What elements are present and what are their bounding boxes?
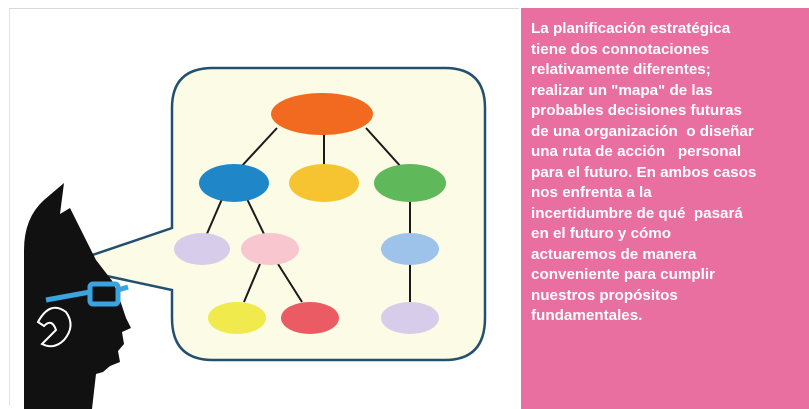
hierarchy-tree-diagram-icon [174,93,446,334]
tree-node-level1-left [199,164,269,202]
illustration [24,66,487,409]
tree-node-level3-left [208,302,266,334]
text-panel: La planificación estratégica tiene dos c… [521,8,809,409]
panel-text: La planificación estratégica tiene dos c… [531,20,757,324]
person-head-with-glasses-icon [24,183,131,409]
tree-connectors [205,127,411,303]
glasses-icon [45,281,129,307]
tree-node-root [271,93,373,135]
tree-node-level2-right [381,233,439,265]
tree-node-level2-left [174,233,230,265]
tree-node-level3-center [281,302,339,334]
slide-frame [9,8,519,406]
tree-node-level3-right [381,302,439,334]
tree-node-level2-center [241,233,299,265]
eye [105,293,111,299]
tree-node-level1-right [374,164,446,202]
ear [36,306,72,348]
tree-node-level1-center [289,164,359,202]
